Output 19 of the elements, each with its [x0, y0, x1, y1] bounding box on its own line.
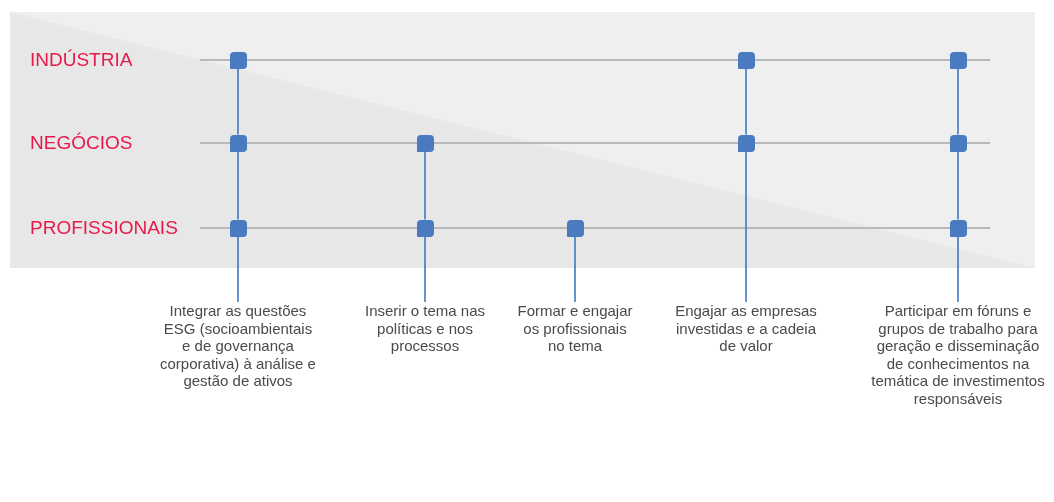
- row-label: INDÚSTRIA: [30, 49, 133, 71]
- column-text: Engajar as empresas investidas e a cadeia de valor: [671, 302, 821, 355]
- row-label: NEGÓCIOS: [30, 132, 133, 154]
- connector-line: [237, 150, 239, 221]
- column-text: Formar e engajar os profissionais no tema: [515, 302, 635, 355]
- connector-line: [424, 235, 426, 303]
- connector-line: [957, 235, 959, 303]
- connector-line: [237, 67, 239, 136]
- column-text: Integrar as questões ESG (socioambientais e de governança corporativa) à análise e gestão de ativos: [158, 302, 318, 390]
- connector-line: [574, 235, 576, 303]
- column-text: Participar em fóruns e grupos de trabalho para geração e disseminação de conhecimentos na temática de investimentos responsáveis: [870, 302, 1046, 407]
- column-text: Inserir o tema nas políticas e nos processos: [352, 302, 498, 355]
- connector-line: [745, 67, 747, 136]
- connector-line: [424, 150, 426, 221]
- connector-line: [957, 67, 959, 136]
- row-label: PROFISSIONAIS: [30, 217, 178, 239]
- connector-line: [237, 235, 239, 303]
- connector-line: [745, 150, 747, 303]
- connector-line: [957, 150, 959, 221]
